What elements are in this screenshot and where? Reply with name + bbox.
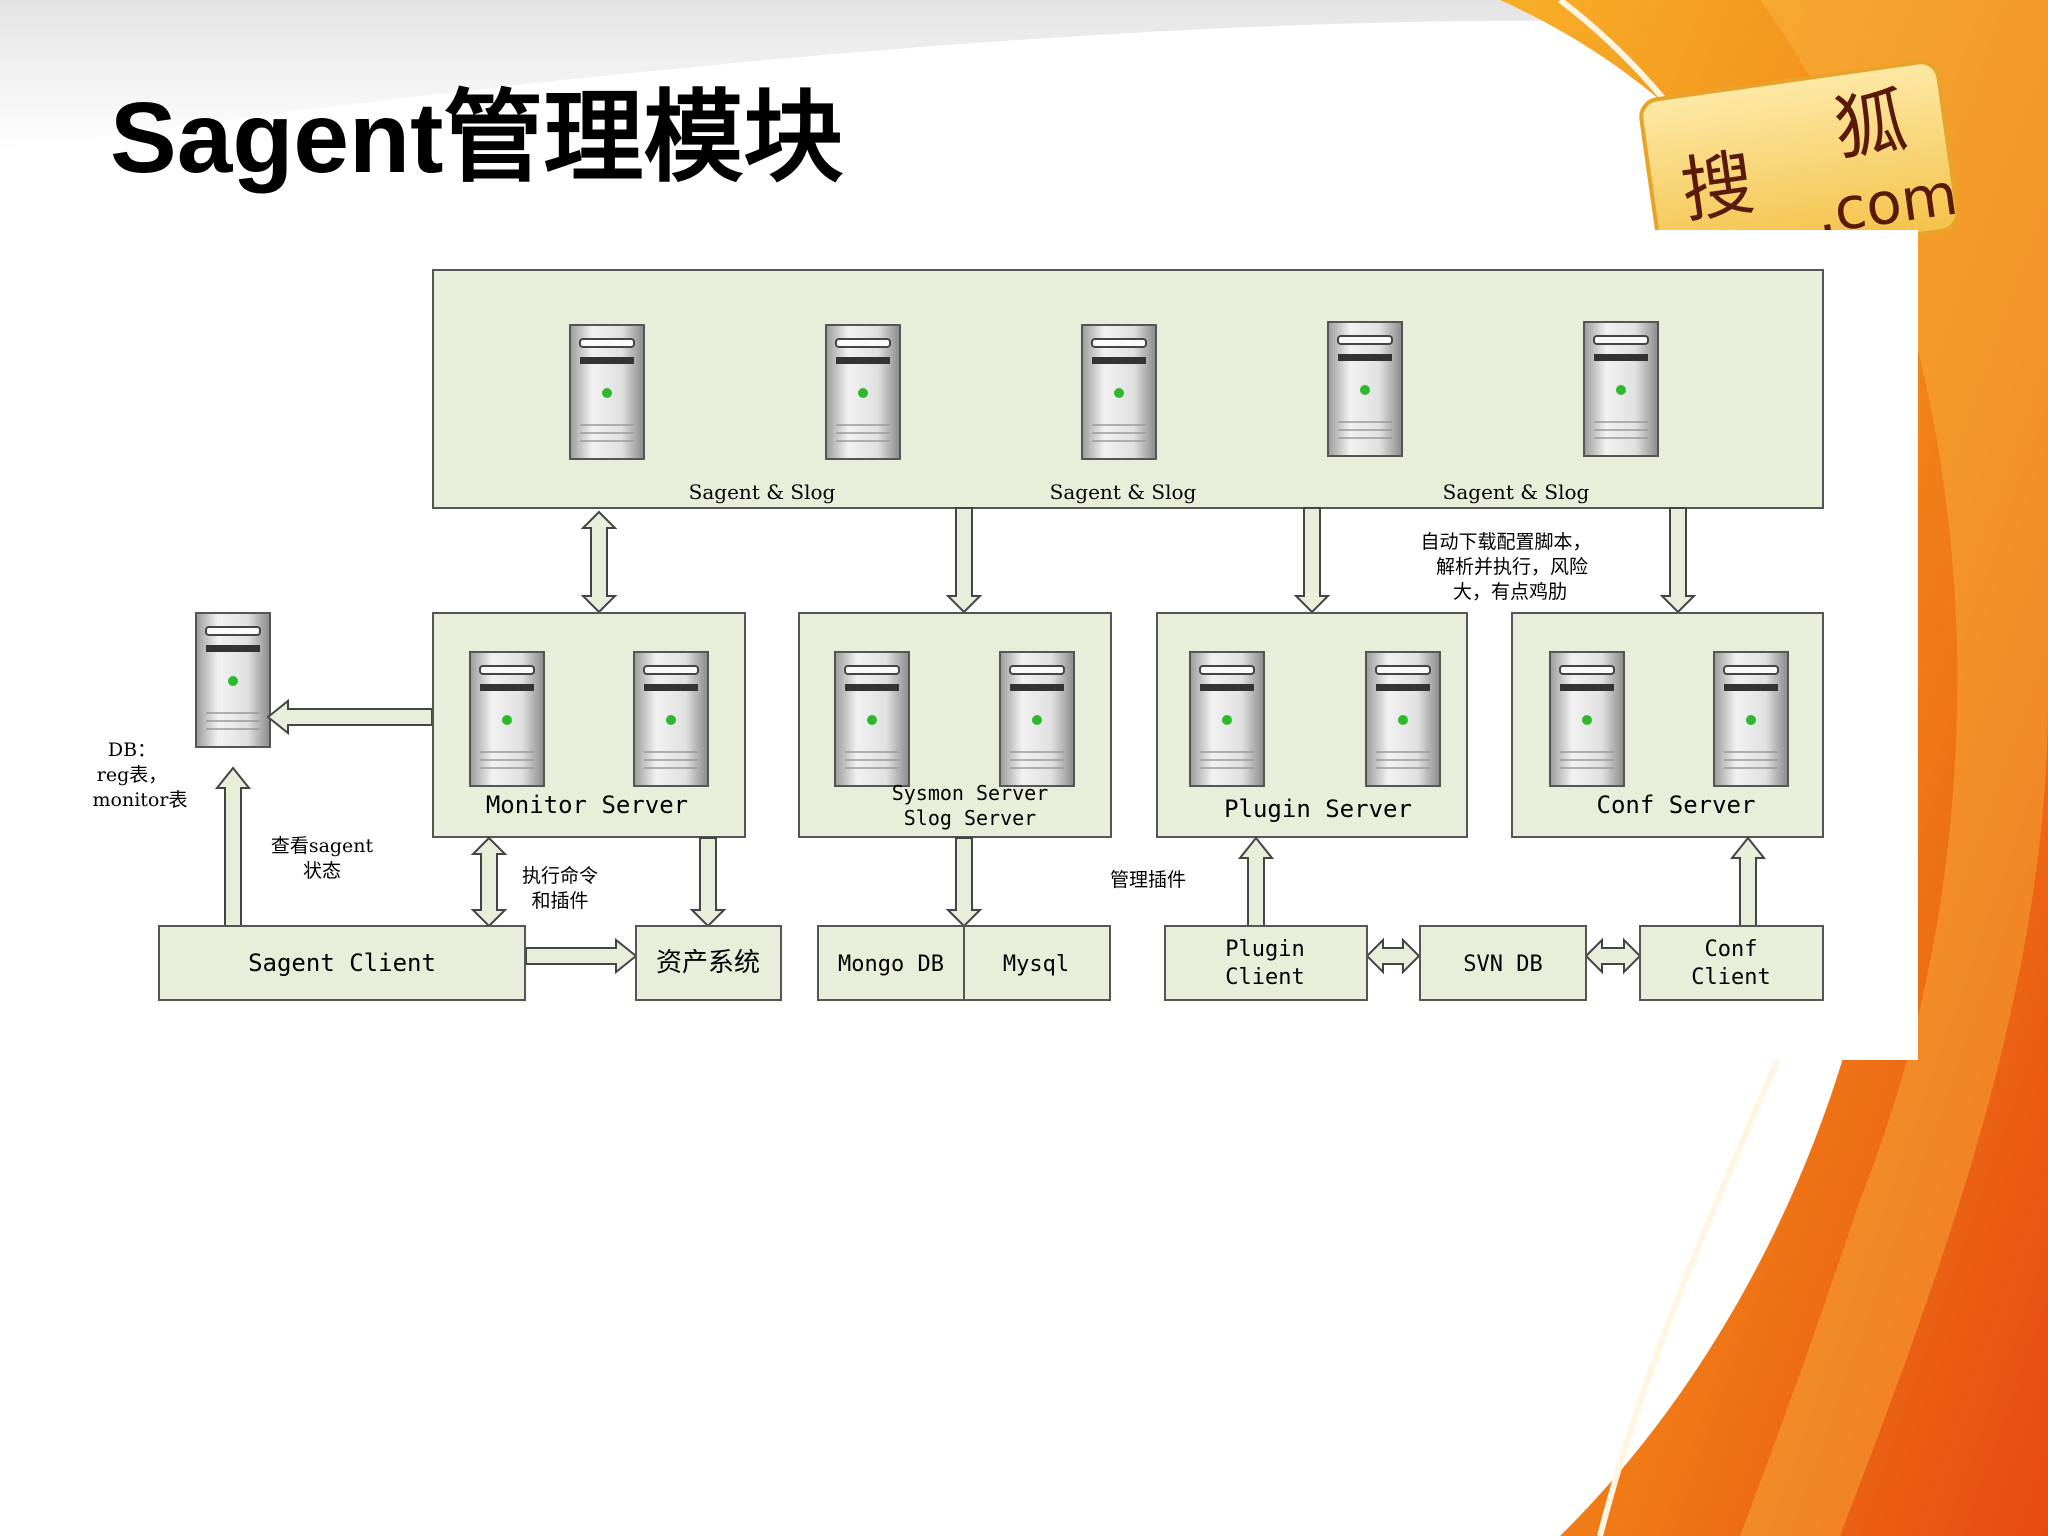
arrow-top-sysmon: [945, 507, 983, 614]
top-connectors: [580, 507, 1697, 614]
mysql-label: Mysql: [1003, 952, 1069, 977]
slide-title: Sagent管理模块: [110, 82, 844, 194]
db-note-line: DB：: [108, 739, 156, 761]
server-icon: [633, 651, 709, 787]
plugin-client-box: [1164, 925, 1368, 1001]
note-view-status: 查看sagent: [271, 835, 374, 857]
arrow-top-plugin: [1293, 507, 1331, 614]
top-label-sagent-slog: Sagent & Slog: [689, 480, 836, 504]
arrow-client-asset: [525, 937, 638, 975]
db-note-line: monitor表: [93, 789, 188, 811]
server-icon: [1549, 651, 1625, 787]
sagent-client-label: Sagent Client: [248, 949, 436, 977]
conf-client-box: [1639, 925, 1824, 1001]
sysmon-server-label: Sysmon Server: [892, 781, 1049, 805]
top-gray-arc: [0, 0, 2048, 150]
server-icon: [1189, 651, 1265, 787]
bottom-connectors: [214, 766, 1767, 975]
mysql-box: [963, 925, 1111, 1001]
db-note-line: reg表，: [97, 764, 168, 786]
slog-server-label: Slog Server: [904, 806, 1036, 830]
conf-client-label: Client: [1691, 965, 1770, 990]
arrow-top-conf: [1659, 507, 1697, 614]
arrow-monitor-asset: [689, 837, 727, 928]
server-icon: [1081, 324, 1157, 460]
swoosh-inner-stripe: [1740, 0, 2048, 1536]
arrow-client-db: [214, 766, 252, 927]
note-exec: 和插件: [531, 890, 588, 912]
server-icon: [1365, 651, 1441, 787]
server-icon: [469, 651, 545, 787]
monitor-server-label: Monitor Server: [486, 791, 688, 819]
server-icon: [1583, 321, 1659, 457]
sagent-client-box: [158, 925, 526, 1001]
mongo-db-label: Mongo DB: [838, 952, 944, 977]
server-icon: [1327, 321, 1403, 457]
plugin-server-label: Plugin Server: [1224, 795, 1412, 823]
note-manage-plugins: 管理插件: [1110, 869, 1186, 891]
svn-db-box: [1419, 925, 1587, 1001]
server-icon: [999, 651, 1075, 787]
note-view-status: 状态: [303, 860, 341, 882]
asset-system-label: 资产系统: [656, 948, 760, 978]
db-server-icon: [195, 612, 271, 748]
note-exec: 执行命令: [522, 865, 598, 887]
plugin-client-label: Client: [1225, 965, 1304, 990]
server-icon: [834, 651, 910, 787]
logo-char-hu: 狐: [1829, 78, 1912, 171]
logo-char-sou: 搜: [1676, 140, 1759, 233]
top-label-sagent-slog: Sagent & Slog: [1050, 480, 1197, 504]
arrow-confclient-server: [1729, 836, 1767, 927]
annotation-download-line: 大，有点鸡肋: [1453, 581, 1567, 603]
annotation-download-line: 解析并执行，风险: [1436, 556, 1588, 578]
server-icon: [569, 324, 645, 460]
conf-server-label: Conf Server: [1597, 791, 1756, 819]
annotation-download-line: 自动下载配置脚本，: [1420, 531, 1591, 553]
asset-system-box: [635, 925, 782, 1001]
server-icon: [825, 324, 901, 460]
top-label-sagent-slog: Sagent & Slog: [1443, 480, 1590, 504]
server-icon: [1713, 651, 1789, 787]
arrow-monitor-db: [266, 698, 433, 736]
plugin-client-label: Plugin: [1225, 937, 1304, 962]
conf-client-label: Conf: [1705, 937, 1758, 962]
svn-db-label: SVN DB: [1463, 952, 1542, 977]
arrow-pluginclient-server: [1237, 836, 1275, 927]
arrow-sysmon-db: [945, 837, 983, 928]
